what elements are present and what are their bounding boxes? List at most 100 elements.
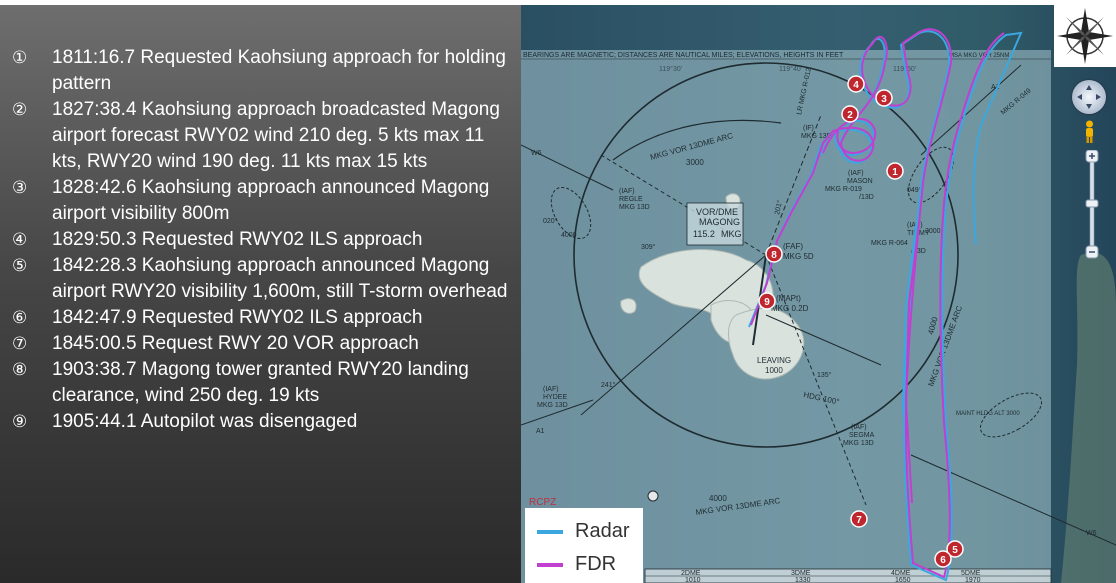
dme-arc xyxy=(573,62,959,448)
dme-altitude: 1650 xyxy=(895,577,911,583)
fix-label: (FAF) xyxy=(783,242,803,251)
legend: Radar FDR xyxy=(525,508,643,583)
island xyxy=(728,307,805,380)
marker-label: 1 xyxy=(892,167,898,178)
event-number: ⑦ xyxy=(12,334,28,353)
dme-header: 3DME xyxy=(791,570,811,577)
event-number: ② xyxy=(12,100,28,119)
course-label: 201° xyxy=(773,199,784,215)
marker-label: 3 xyxy=(881,94,887,105)
fix-name: MASON xyxy=(847,178,873,185)
event-item: ⑤ 1842:28.3 Kaohsiung approach announced … xyxy=(12,253,517,305)
marker-label: 8 xyxy=(771,250,777,261)
fix-name: HYDEE xyxy=(543,394,567,401)
marker-label: 9 xyxy=(764,297,770,308)
marker-label: 2 xyxy=(847,110,853,121)
fix-radial: MKG R-064 xyxy=(871,240,908,247)
zoom-slider[interactable] xyxy=(1085,149,1099,260)
vor-label: VOR/DME xyxy=(696,207,738,217)
chart-header-code: MSA MKG VOR 25NM xyxy=(949,53,1009,59)
event-number: ⑤ xyxy=(12,256,28,275)
arc-altitude: 4000 xyxy=(709,494,727,503)
marker-label: 4 xyxy=(853,80,859,91)
marker-label: 5 xyxy=(952,545,958,556)
island xyxy=(620,298,637,314)
marker-7[interactable]: 7 xyxy=(850,510,868,528)
event-text: 1827:38.4 Kaohsiung approach broadcasted… xyxy=(52,99,500,172)
fix-label: (MAPt) xyxy=(776,294,801,303)
legend-swatch-radar xyxy=(537,529,563,534)
vor-name: MAGONG xyxy=(699,217,740,227)
holding-note: MAINT HLDG ALT 3000 xyxy=(956,411,1020,417)
legend-item-fdr: FDR xyxy=(537,553,616,576)
marker-5[interactable]: 5 xyxy=(946,540,964,558)
legend-label-radar: Radar xyxy=(575,520,630,542)
airway-label: W6 xyxy=(1086,530,1097,537)
event-number: ⑧ xyxy=(12,360,28,379)
marker-1[interactable]: 1 xyxy=(886,162,904,180)
coastline xyxy=(1061,252,1116,583)
marker-8[interactable]: 8 xyxy=(765,245,783,263)
course-label: 049° xyxy=(907,186,922,194)
airway-label: A1 xyxy=(536,428,545,435)
pushpin-icon[interactable] xyxy=(647,490,659,502)
fix-distance: MKG 13D xyxy=(843,440,874,447)
compass-icon[interactable] xyxy=(1054,5,1116,67)
fix-distance: MKG 13D xyxy=(619,204,650,211)
fix-label: (IAF) xyxy=(619,188,635,195)
holding-altitude: 3000 xyxy=(925,228,941,235)
event-text: 1842:47.9 Requested RWY02 ILS approach xyxy=(52,307,423,328)
lat-label: 119°40' xyxy=(779,65,802,73)
course-label: 309° xyxy=(641,243,656,251)
course-label: 020° xyxy=(543,217,558,225)
fix-name: REGLE xyxy=(619,196,643,203)
arc-altitude: 3000 xyxy=(686,158,704,167)
fix-distance: /13D xyxy=(911,248,926,255)
fix-distance: MKG 13D xyxy=(801,133,832,140)
pan-control[interactable] xyxy=(1072,80,1106,114)
event-item: ② 1827:38.4 Kaohsiung approach broadcaste… xyxy=(12,97,517,175)
procedure-note: LEAVING xyxy=(757,356,791,365)
event-text: 1828:42.6 Kaohsiung approach announced M… xyxy=(52,177,490,224)
fix-label: (IAF) xyxy=(851,424,867,431)
airway-label: A1 xyxy=(991,84,1000,91)
legend-swatch-fdr xyxy=(537,562,563,567)
dme-header: 4DME xyxy=(891,570,911,577)
fix-label: (IF) xyxy=(803,125,814,132)
marker-9[interactable]: 9 xyxy=(758,292,776,310)
fix-radial: MKG R-019 xyxy=(825,186,862,193)
marker-6[interactable]: 6 xyxy=(934,550,952,568)
dme-header: 5DME xyxy=(961,570,981,577)
chart-header-note: BEARINGS ARE MAGNETIC; DISTANCES ARE NAU… xyxy=(523,52,844,59)
marker-2[interactable]: 2 xyxy=(841,105,859,123)
vor-box xyxy=(686,202,744,246)
dme-header: 2DME xyxy=(681,570,701,577)
fix-name: SEGMA xyxy=(849,432,875,439)
approach-chart-overlay: BEARINGS ARE MAGNETIC; DISTANCES ARE NAU… xyxy=(521,28,1116,583)
lat-label: 119°30' xyxy=(659,65,682,73)
vor-frequency: 115.2 xyxy=(693,229,715,239)
fix-distance: /13D xyxy=(859,194,874,201)
dme-altitude: 1010 xyxy=(685,577,701,583)
map-view[interactable]: BEARINGS ARE MAGNETIC; DISTANCES ARE NAU… xyxy=(521,5,1116,583)
fix-label: (IAF) xyxy=(543,386,559,393)
fix-label: (IAF) xyxy=(907,222,923,229)
street-view-icon[interactable] xyxy=(1083,120,1096,144)
marker-3[interactable]: 3 xyxy=(875,89,893,107)
marker-label: 6 xyxy=(940,555,946,566)
vor-ident: MKG xyxy=(721,229,742,239)
fix-distance: MKG 13D xyxy=(537,402,568,409)
dme-altitude: 1330 xyxy=(795,577,811,583)
holding-altitude: 4000 xyxy=(561,232,577,239)
marker-4[interactable]: 4 xyxy=(847,75,865,93)
fix-distance: MKG 0.2D xyxy=(771,304,809,313)
event-text: 1842:28.3 Kaohsiung approach announced M… xyxy=(52,255,508,302)
